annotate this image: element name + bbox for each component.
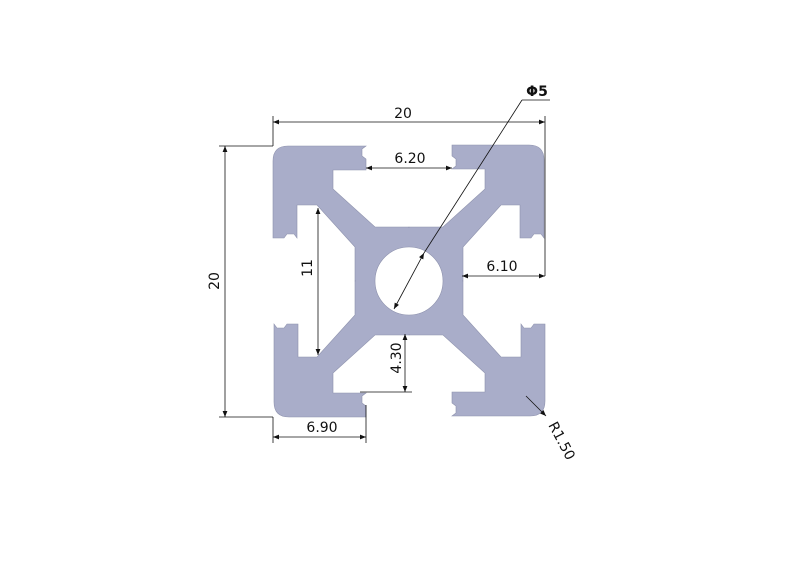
bore-dimension-line (393, 252, 425, 310)
slot-width-label: 6.20 (394, 151, 425, 167)
slot-inner-label: 11 (300, 259, 316, 277)
lip-width-label: 6.90 (306, 420, 337, 436)
height-label: 20 (207, 272, 223, 290)
web-depth-label: 4.30 (389, 342, 405, 373)
dimension-lines (219, 99, 550, 443)
corner-radius-label: R1.50 (544, 419, 577, 463)
bore-label: Φ5 (526, 84, 548, 100)
bore-leader (423, 99, 523, 254)
slot-depth-label: 6.10 (486, 259, 517, 275)
width-label: 20 (394, 106, 412, 122)
radius-leader (525, 395, 547, 417)
